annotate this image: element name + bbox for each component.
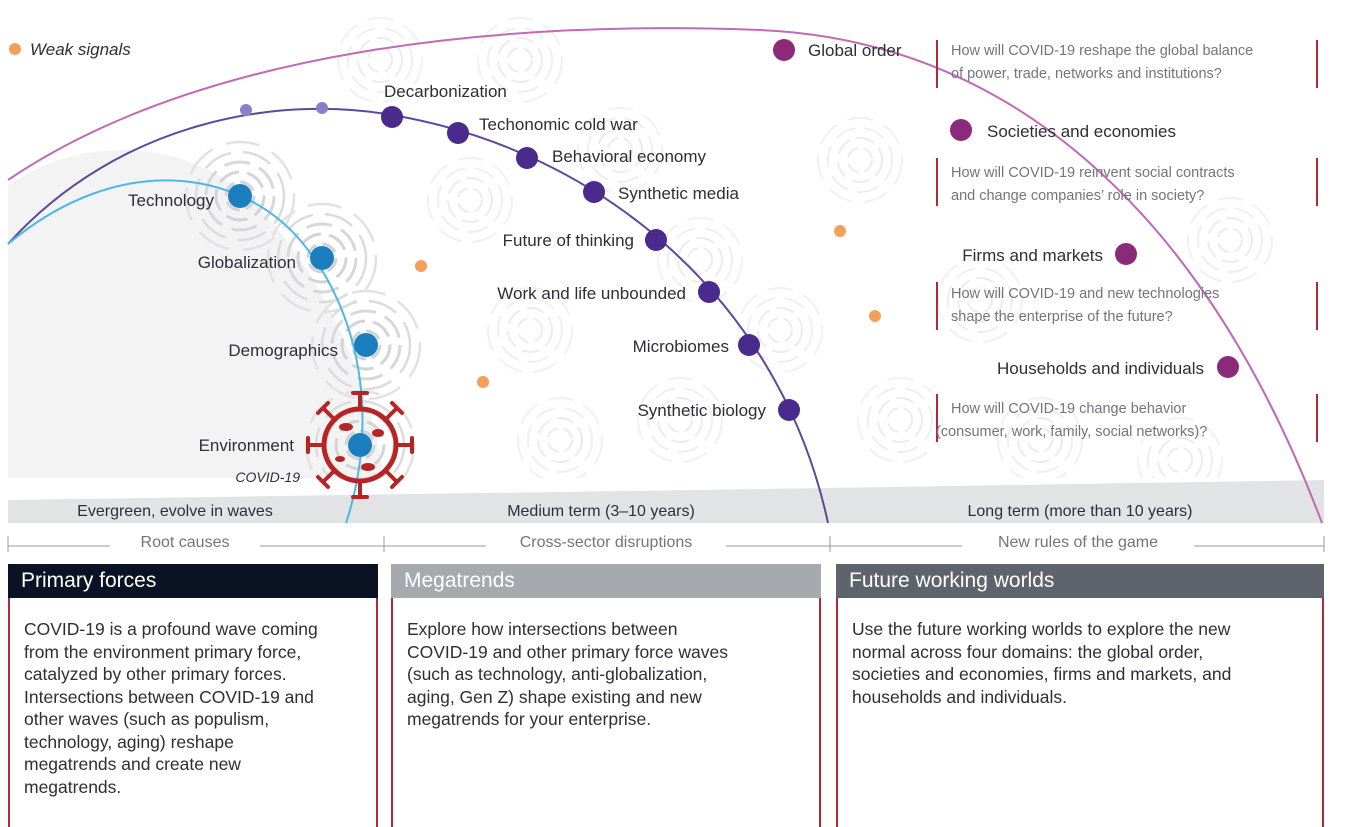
column-title-future-working-worlds: Future working worlds (836, 564, 1324, 598)
subtitle-new-rules: New rules of the game (998, 534, 1158, 551)
world-label-global-order: Global order (808, 41, 902, 60)
column-accent-left (8, 598, 10, 827)
megatrend-label-synthetic-media: Synthetic media (618, 184, 739, 203)
question-global-order-2: of power, trade, networks and institutio… (951, 66, 1222, 82)
covid-virus-icon (306, 391, 414, 499)
megatrend-dots (381, 106, 800, 421)
primary-force-area (8, 150, 384, 500)
weak-signal-legend-dot (9, 43, 21, 55)
world-label-households: Households and individuals (997, 359, 1204, 378)
column-accent-right (376, 598, 378, 827)
world-label-societies: Societies and economies (987, 122, 1176, 141)
question-firms-1: How will COVID-19 and new technologies (951, 286, 1219, 302)
band-medium-term: Medium term (3–10 years) (507, 503, 695, 520)
force-sublabel-covid: COVID-19 (235, 469, 300, 485)
subtitle-root-causes: Root causes (141, 534, 230, 551)
megatrends-diagram: Weak signals Technology (7, 17, 1325, 552)
weak-signals-legend: Weak signals (30, 40, 131, 59)
world-label-firms: Firms and markets (962, 246, 1103, 265)
force-label-globalization: Globalization (198, 253, 296, 272)
world-dots (773, 39, 1239, 378)
question-societies-1: How will COVID-19 reinvent social contra… (951, 165, 1235, 181)
force-label-technology: Technology (128, 191, 215, 210)
megatrend-label-techonomic: Techonomic cold war (479, 115, 638, 134)
megatrend-label-decarbonization: Decarbonization (384, 82, 507, 101)
column-accent-left (391, 598, 393, 827)
force-label-demographics: Demographics (228, 341, 338, 360)
megatrend-label-microbiomes: Microbiomes (633, 337, 729, 356)
column-body-future-working-worlds: Use the future working worlds to explore… (852, 619, 1232, 707)
subtitle-cross-sector: Cross-sector disruptions (520, 534, 693, 551)
band-long-term: Long term (more than 10 years) (968, 503, 1193, 520)
megatrend-label-work-life: Work and life unbounded (497, 284, 686, 303)
megatrend-label-behavioral: Behavioral economy (552, 147, 707, 166)
column-title-primary-forces: Primary forces (8, 564, 378, 598)
column-accent-left (836, 598, 838, 827)
question-bars (936, 40, 1318, 442)
column-accent-right (1322, 598, 1324, 827)
column-megatrends: Megatrends Explore how intersections bet… (391, 564, 821, 827)
question-global-order-1: How will COVID-19 reshape the global bal… (951, 43, 1253, 59)
column-future-working-worlds: Future working worlds Use the future wor… (836, 564, 1324, 827)
question-firms-2: shape the enterprise of the future? (951, 309, 1173, 325)
weak-signal-dots (240, 102, 881, 388)
column-accent-right (819, 598, 821, 827)
band-evergreen: Evergreen, evolve in waves (77, 503, 273, 520)
primary-force-arc (7, 179, 364, 524)
question-households-2: (consumer, work, family, social networks… (936, 424, 1207, 440)
question-households-1: How will COVID-19 change behavior (951, 401, 1186, 417)
force-label-environment: Environment (199, 436, 295, 455)
column-title-megatrends: Megatrends (391, 564, 821, 598)
megatrend-label-future-thinking: Future of thinking (503, 231, 634, 250)
column-body-primary-forces: COVID-19 is a profound wave coming from … (24, 619, 318, 797)
megatrend-label-synthetic-biology: Synthetic biology (637, 401, 766, 420)
question-societies-2: and change companies’ role in society? (951, 188, 1204, 204)
world-arc (7, 27, 1323, 524)
column-body-megatrends: Explore how intersections between COVID-… (407, 619, 728, 729)
horizon-band-shape (8, 480, 1324, 523)
column-primary-forces: Primary forces COVID-19 is a profound wa… (8, 564, 378, 827)
primary-force-dots (228, 184, 378, 457)
